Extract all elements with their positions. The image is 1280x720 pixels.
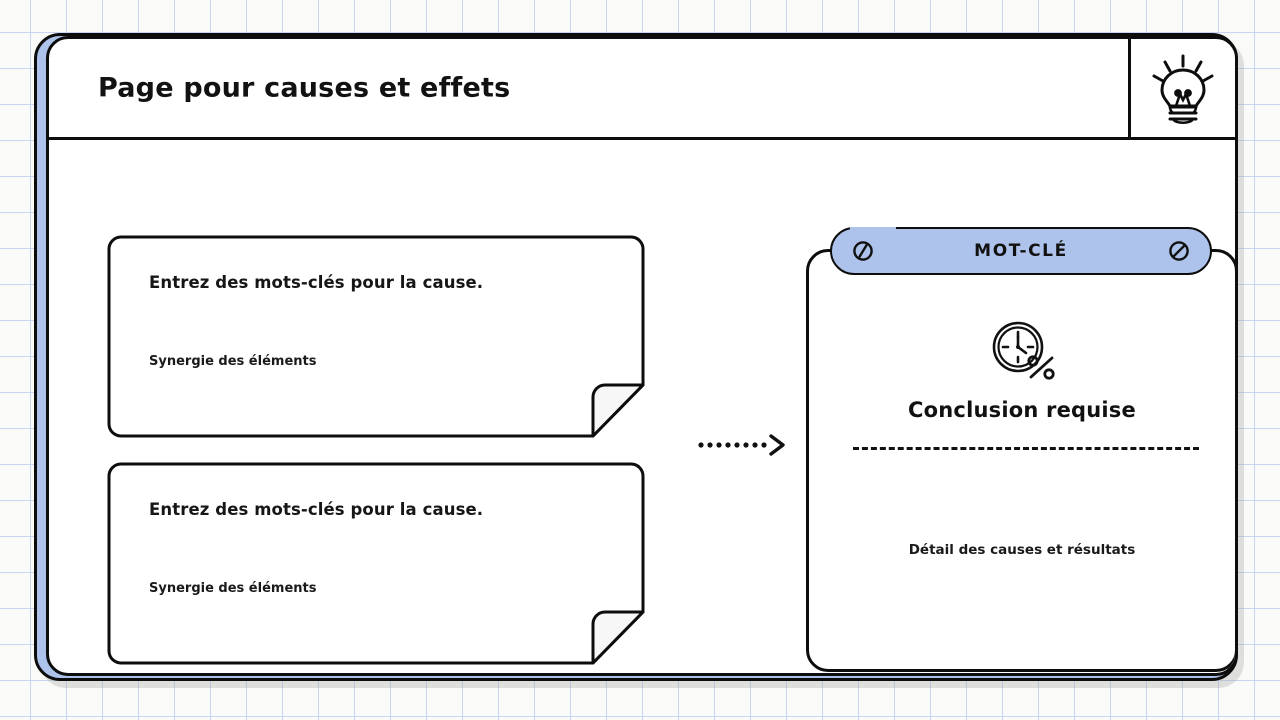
cause-card-subtitle: Synergie des éléments [149,581,317,596]
clock-percent-icon [992,321,1055,380]
cause-card-subtitle: Synergie des éléments [149,354,317,369]
slide-header: Page pour causes et effets [49,39,1235,140]
keyword-label: MOT-CLÉ [974,241,1068,261]
cause-card[interactable]: Entrez des mots-clés pour la cause. Syne… [107,462,645,665]
cause-card-title: Entrez des mots-clés pour la cause. [149,273,484,292]
cause-card-title: Entrez des mots-clés pour la cause. [149,500,484,519]
keyword-pill[interactable]: MOT-CLÉ [830,226,1212,275]
cause-card-outline [107,462,645,665]
header-icon-cell [1128,39,1235,140]
cause-card-outline [107,235,645,438]
cause-card[interactable]: Entrez des mots-clés pour la cause. Syne… [107,235,645,438]
effect-detail: Détail des causes et résultats [908,542,1136,558]
pill-top-gap [850,226,896,230]
connector-arrow-icon [698,434,785,456]
circle-slash-icon[interactable] [852,240,874,262]
effect-divider [853,447,1199,450]
page-title: Page pour causes et effets [98,72,511,104]
lightbulb-icon [1152,54,1214,124]
effect-panel-body: Conclusion requise Détail des causes et … [806,249,1235,672]
slide-body: Entrez des mots-clés pour la cause. Syne… [49,140,1235,673]
effect-panel: Conclusion requise Détail des causes et … [806,226,1235,672]
effect-heading: Conclusion requise [908,398,1136,422]
circle-slash-icon[interactable] [1168,240,1190,262]
slide-canvas: Page pour causes et effets [46,36,1238,676]
slide-frame: Page pour causes et effets [34,33,1238,681]
